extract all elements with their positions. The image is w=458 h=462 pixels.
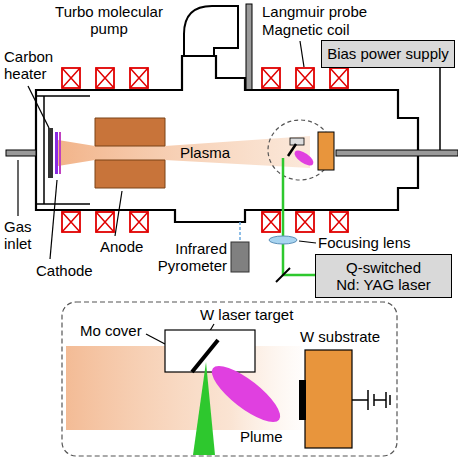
coil-cross: [296, 68, 314, 88]
part-label: Plasma: [180, 144, 250, 161]
coil-cross: [96, 212, 114, 232]
part-label: Turbo molecular pump: [40, 3, 178, 37]
part-label: Focusing lens: [318, 234, 438, 251]
magnetic-coil: [96, 68, 114, 88]
part-label: Infrared Pyrometer: [150, 240, 227, 274]
magnetic-coil: [62, 68, 80, 88]
magnetic-coil: [130, 68, 148, 88]
coil-cross: [130, 68, 148, 88]
coil-cross: [330, 212, 348, 232]
coil-cross: [330, 68, 348, 88]
part-label: Carbon heater: [4, 48, 60, 82]
part-label: Magnetic coil: [262, 21, 372, 38]
coil-cross: [262, 68, 280, 88]
coil-cross: [130, 212, 148, 232]
magnetic-coil: [262, 212, 280, 232]
box-text: Bias power supply: [327, 45, 449, 62]
box-text: Q-switched Nd: YAG laser: [334, 259, 434, 293]
magnetic-coil: [96, 212, 114, 232]
magnetic-coil: [296, 68, 314, 88]
coil-cross: [62, 68, 80, 88]
magnetic-coil: [330, 212, 348, 232]
part-label: Gas inlet: [4, 218, 44, 252]
magnetic-coil: [130, 212, 148, 232]
coil-cross: [62, 212, 80, 232]
part-label: Anode: [100, 238, 160, 255]
equipment-box: Q-switched Nd: YAG laser: [315, 254, 452, 298]
part-label: Cathode: [36, 262, 116, 279]
part-label: Langmuir probe: [262, 3, 402, 20]
coil-cross: [262, 212, 280, 232]
magnetic-coil: [330, 68, 348, 88]
part-label: Mo cover: [80, 322, 160, 339]
part-label: W substrate: [300, 328, 395, 345]
part-label: W laser target: [200, 306, 315, 323]
equipment-box: Bias power supply: [321, 40, 455, 68]
magnetic-coil: [62, 212, 80, 232]
coil-cross: [96, 68, 114, 88]
part-label: Plume: [240, 428, 300, 445]
coil-cross: [296, 212, 314, 232]
magnetic-coil: [262, 68, 280, 88]
magnetic-coil: [296, 212, 314, 232]
